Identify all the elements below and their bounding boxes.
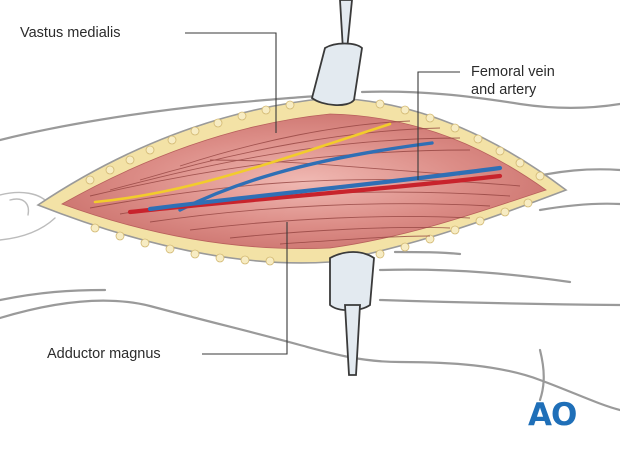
upper-retractor <box>310 0 363 106</box>
leg-outline <box>0 90 620 412</box>
femoral-vein <box>147 165 503 212</box>
label-femoral-vessels: Femoral vein and artery <box>471 63 555 99</box>
label-vastus-medialis: Vastus medialis <box>20 25 121 41</box>
lower-retractor <box>329 251 375 376</box>
label-femoral-line-2: and artery <box>471 82 537 98</box>
saphenous-nerve <box>93 122 392 204</box>
ao-logo-text: AO <box>528 397 577 433</box>
femoral-vein-branch <box>178 141 434 212</box>
fat-lobules <box>85 99 545 266</box>
label-adductor-magnus: Adductor magnus <box>47 346 161 362</box>
leader-lines <box>185 32 460 355</box>
label-femoral-line-1: Femoral vein <box>471 64 555 80</box>
